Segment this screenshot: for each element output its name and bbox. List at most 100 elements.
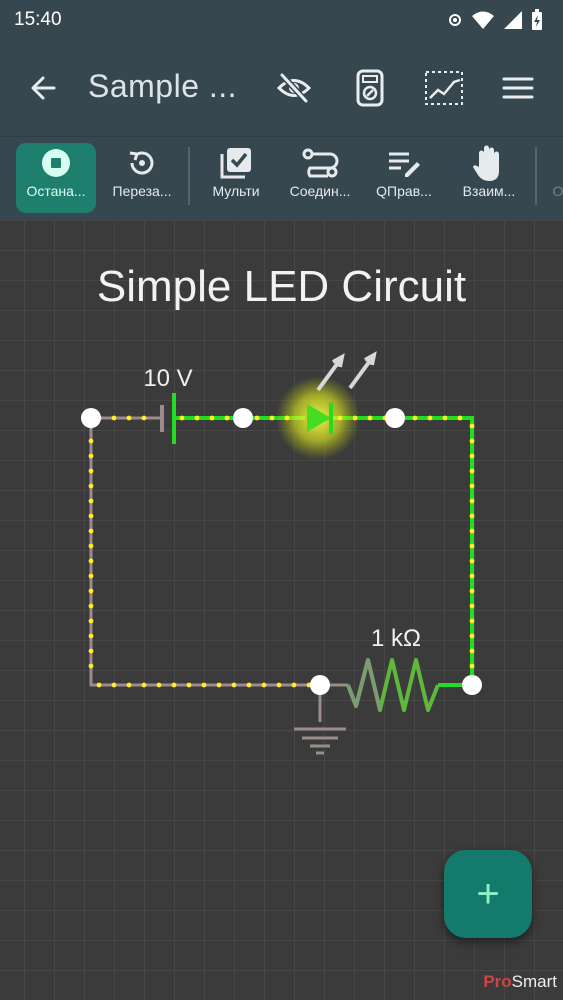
resistor-label: 1 kΩ	[371, 625, 421, 652]
node-top-left	[81, 408, 101, 428]
current-dot	[469, 543, 475, 549]
current-dot	[171, 682, 177, 688]
node-bottom-right	[462, 675, 482, 695]
connect-label: Соедин...	[289, 183, 351, 199]
watermark-logo: ProSmart	[483, 972, 557, 991]
current-dot	[88, 498, 94, 504]
interact-button[interactable]: Взаим...	[454, 143, 524, 213]
current-dot	[88, 588, 94, 594]
signal-icon	[504, 11, 522, 29]
current-dot	[337, 415, 343, 421]
current-dot	[186, 682, 192, 688]
current-dot	[469, 573, 475, 579]
current-dot	[231, 682, 237, 688]
connect-button[interactable]: Соедин...	[282, 143, 358, 213]
current-dot	[88, 438, 94, 444]
hand-icon	[472, 143, 506, 183]
current-dot	[88, 558, 94, 564]
add-component-button[interactable]: +	[444, 850, 532, 938]
circuit-nodes	[81, 408, 482, 695]
current-dot	[284, 415, 290, 421]
current-dot	[88, 603, 94, 609]
current-dot	[261, 682, 267, 688]
multi-select-icon	[219, 143, 253, 183]
resistor-component[interactable]	[346, 658, 440, 712]
restart-icon	[126, 143, 158, 183]
current-dot	[88, 543, 94, 549]
wifi-icon	[472, 11, 494, 29]
current-dot	[88, 648, 94, 654]
current-dot	[111, 682, 117, 688]
inactive-wires	[89, 416, 348, 722]
current-dot	[126, 682, 132, 688]
current-dot	[254, 415, 260, 421]
stop-icon	[41, 143, 71, 183]
current-dot	[469, 483, 475, 489]
status-bar: 15:40	[0, 0, 563, 40]
graph-icon[interactable]	[424, 68, 464, 108]
current-dot	[469, 513, 475, 519]
page-title: Sample ...	[88, 68, 238, 104]
app-bar: Sample ...	[0, 40, 563, 136]
current-dot	[291, 682, 297, 688]
interact-label: Взаим...	[462, 183, 516, 199]
current-dot	[96, 682, 102, 688]
current-dot	[469, 468, 475, 474]
quick-edit-label: QПрав...	[376, 183, 432, 199]
current-dot	[209, 415, 215, 421]
quick-edit-button[interactable]: QПрав...	[368, 143, 440, 213]
current-dot	[88, 483, 94, 489]
current-dot	[469, 423, 475, 429]
restart-button[interactable]: Переза...	[104, 143, 180, 213]
restart-label: Переза...	[112, 183, 172, 199]
current-dot	[111, 415, 117, 421]
current-dot	[88, 573, 94, 579]
current-dot	[88, 633, 94, 639]
current-dot	[469, 633, 475, 639]
current-dot	[469, 438, 475, 444]
ground-symbol[interactable]	[294, 727, 346, 755]
current-dot	[469, 558, 475, 564]
led-component[interactable]	[276, 351, 377, 460]
current-dot	[216, 682, 222, 688]
current-dot	[179, 415, 185, 421]
current-dot	[88, 513, 94, 519]
current-dot	[88, 468, 94, 474]
more-toolbar-item[interactable]: О	[552, 183, 563, 199]
toolbar-divider	[535, 147, 537, 205]
current-dot	[88, 663, 94, 669]
current-dot	[88, 528, 94, 534]
visibility-off-icon[interactable]	[274, 68, 314, 108]
current-dot	[469, 498, 475, 504]
current-dot	[469, 453, 475, 459]
current-dot	[469, 618, 475, 624]
status-icons	[447, 8, 543, 32]
current-dot	[469, 603, 475, 609]
toolbar-divider	[188, 147, 190, 205]
circuit-title: Simple LED Circuit	[96, 262, 467, 311]
stop-label: Остана...	[26, 183, 86, 199]
current-dot	[457, 415, 463, 421]
current-dot	[224, 415, 230, 421]
back-arrow-icon[interactable]	[28, 72, 60, 104]
multi-select-label: Мульти	[212, 183, 260, 199]
multimeter-icon[interactable]	[350, 68, 390, 108]
current-dot	[469, 648, 475, 654]
current-dot	[88, 453, 94, 459]
stop-button[interactable]: Остана...	[16, 143, 96, 213]
current-dot	[469, 663, 475, 669]
battery-label: 10 V	[143, 365, 192, 392]
battery-charging-icon	[532, 9, 542, 30]
connect-icon	[300, 143, 340, 183]
toolbar: Остана... Переза... Мульти Соедин... QПр…	[0, 136, 563, 221]
menu-icon[interactable]	[498, 68, 538, 108]
current-dot	[442, 415, 448, 421]
current-dot	[246, 682, 252, 688]
current-dot	[141, 682, 147, 688]
multi-select-button[interactable]: Мульти	[198, 143, 274, 213]
settings-status-icon	[449, 14, 461, 26]
node-ground	[310, 675, 330, 695]
current-dot	[194, 415, 200, 421]
battery-symbol[interactable]	[160, 393, 176, 444]
